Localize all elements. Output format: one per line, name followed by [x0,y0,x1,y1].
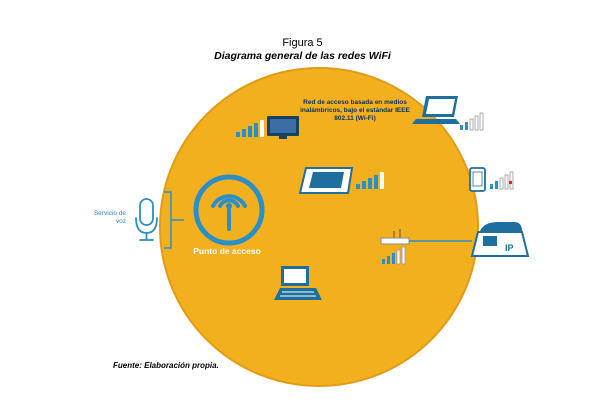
signal-bar [356,184,360,189]
signal-bar [504,174,509,190]
signal-strength-indicators [236,112,514,265]
signal-bar [469,118,474,131]
smartphone-signal-icon [490,171,514,190]
signal-bar [460,125,463,130]
signal-bar [382,259,385,264]
tablet-icon [298,167,354,194]
laptop-icon [412,96,460,124]
router-icon [380,229,472,245]
signal-bar [254,123,258,137]
signal-bar [499,177,504,190]
microphone-icon [135,198,158,241]
signal-bar [362,181,366,189]
access-point-label: Punto de acceso [193,246,261,256]
signal-bar [260,120,264,137]
ip-phone-icon: IP [470,222,530,257]
figure-source: Fuente: Elaboración propia. [113,361,219,370]
smartphone-icon [469,167,486,192]
signal-bar [401,246,406,265]
figure-number: Figura 5 [282,37,323,49]
voice-service-label: Servicio de voz [93,210,126,225]
ip-phone-label: IP [505,243,514,253]
laptop-signal-icon [460,112,484,131]
signal-bar [479,112,484,131]
wifi-antenna-icon [193,174,265,246]
signal-bar [490,184,493,189]
signal-bar [368,178,372,189]
monitor-icon [267,116,299,139]
signal-bar [380,172,384,189]
signal-bar [474,115,479,131]
coverage-circle [159,67,479,387]
signal-bar [242,129,246,137]
tablet-signal-icon [356,172,384,189]
signal-bar [248,126,252,137]
battery-indicator [509,181,512,184]
signal-bar [387,256,390,264]
signal-bar [236,132,240,137]
desktop-computer-icon [274,266,322,300]
signal-bar [396,249,401,265]
figure-title: Diagrama general de las redes WiFi [214,50,391,62]
bracket [164,191,184,249]
signal-bar [392,253,395,264]
wifi-network-description: Red de acceso basada en medios inalámbri… [300,99,410,122]
signal-bar [509,171,514,190]
signal-bar [495,181,498,189]
signal-bar [465,122,468,130]
monitor-signal-icon [236,120,264,137]
signal-bar [374,175,378,189]
router-signal-icon [382,246,406,265]
